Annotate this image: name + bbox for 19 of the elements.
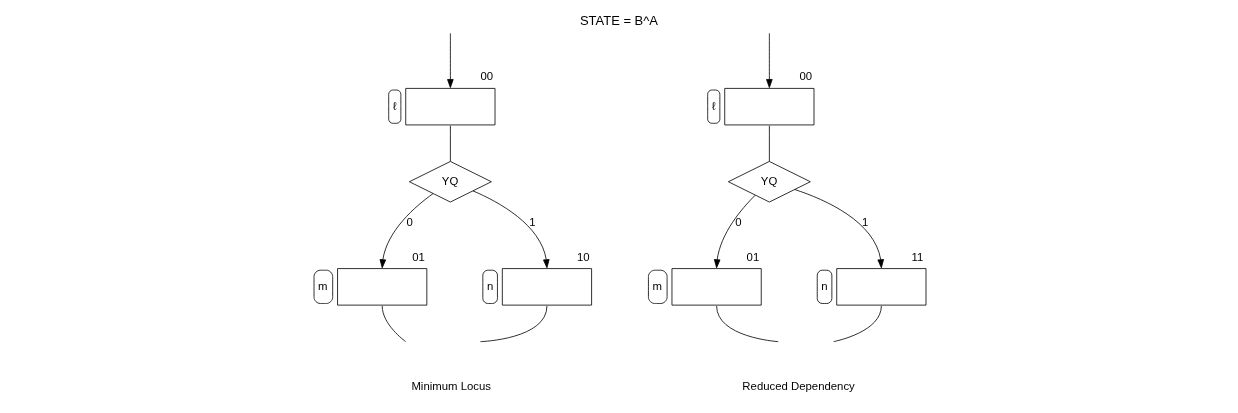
node-label: m: [652, 279, 662, 292]
node-label: 01: [746, 250, 760, 263]
node-label: n: [486, 279, 494, 292]
edge-label: 0: [735, 215, 742, 228]
node-label: 10: [577, 250, 590, 263]
node-label: ℓ: [711, 99, 716, 112]
node-label: ℓ: [392, 99, 397, 112]
edge-label: 0: [406, 215, 413, 228]
node-label: 01: [412, 250, 425, 263]
label: Minimum Locus: [411, 379, 491, 392]
node-label: 00: [480, 70, 494, 83]
label: Reduced Dependency: [742, 379, 855, 392]
node-label: 11: [911, 250, 924, 263]
diagram-title: STATE = B^A: [579, 13, 659, 29]
node-label: 00: [799, 70, 813, 83]
edge-label: 1: [861, 215, 869, 228]
node-label: m: [318, 279, 328, 292]
node-label: n: [821, 279, 828, 292]
edge-label: 1: [529, 215, 536, 228]
